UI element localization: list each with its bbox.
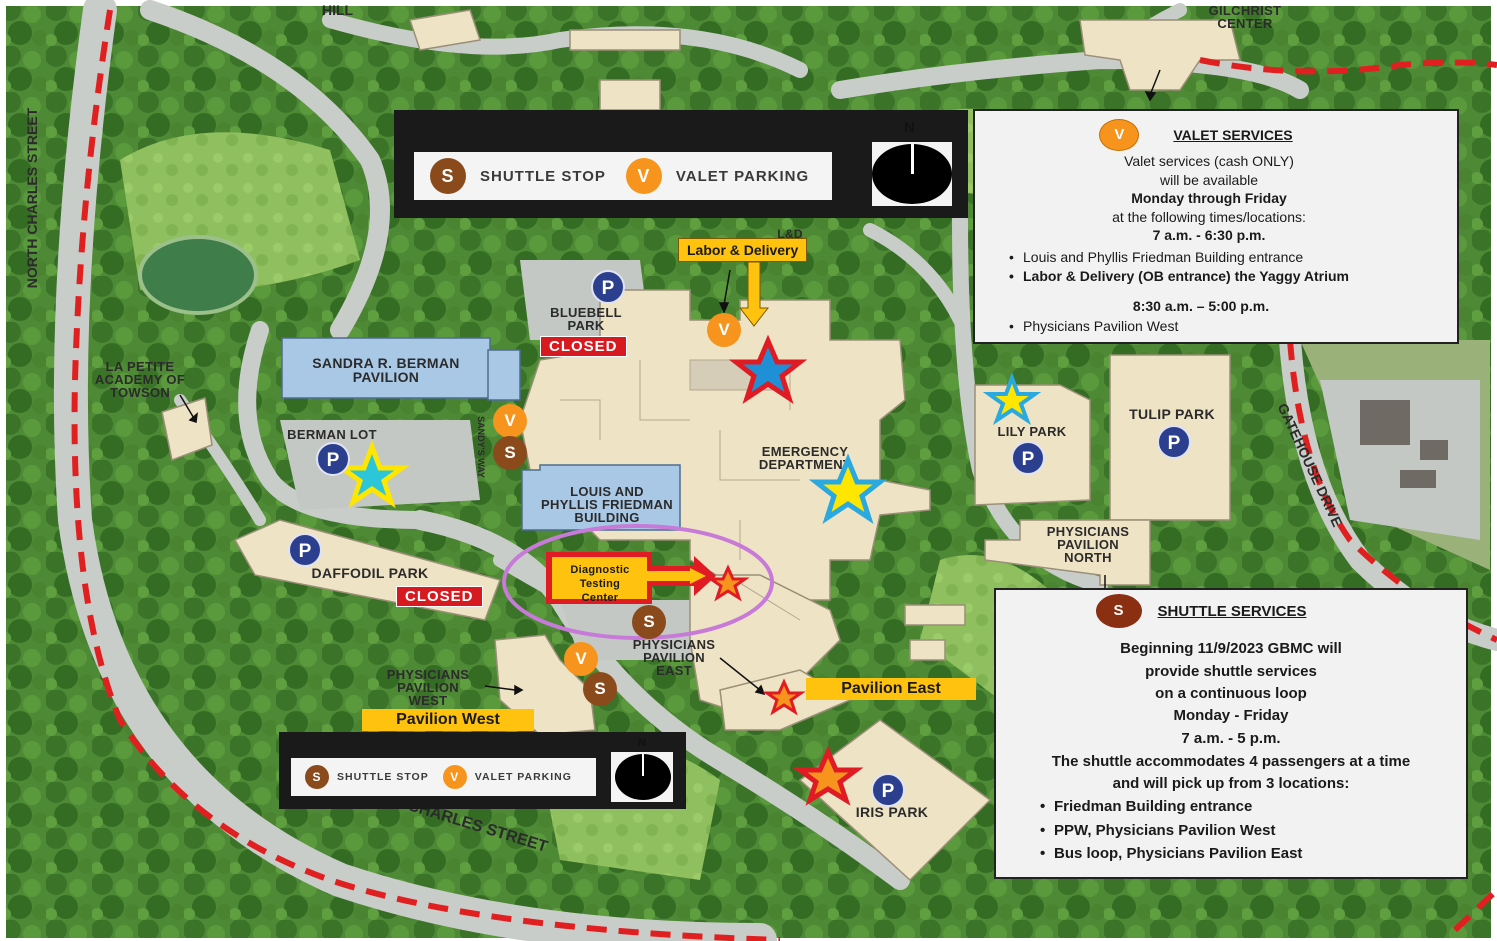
map-legend-bottom: S SHUTTLE STOP V VALET PARKING N xyxy=(279,732,686,809)
parking-marker-berman-lot[interactable]: P xyxy=(316,442,350,476)
valet-services-header: V VALET SERVICES xyxy=(935,119,1457,151)
legend-item-shuttle: S SHUTTLE STOP xyxy=(430,158,606,194)
map-legend-top: S SHUTTLE STOP V VALET PARKING N xyxy=(394,110,968,218)
valet-time-1: 7 a.m. - 6:30 p.m. xyxy=(1152,227,1266,243)
label-tulip-park: TULIP PARK xyxy=(1129,406,1215,422)
shuttle-services-header: S SHUTTLE SERVICES xyxy=(936,594,1466,628)
valet-line-4: at the following times/locations: xyxy=(1112,209,1306,225)
north-label: N xyxy=(904,119,915,136)
valet-line-2: will be available xyxy=(1159,172,1259,188)
label-bluebell-park: BLUEBELL PARK xyxy=(550,305,622,333)
shuttle-line-5: 7 a.m. - 5 p.m. xyxy=(1181,730,1281,747)
valet-marker-friedman[interactable]: V xyxy=(493,404,527,438)
shuttle-stop-icon-small: S xyxy=(305,765,329,789)
blue-buildings xyxy=(281,337,681,531)
valet-marker-ld[interactable]: V xyxy=(707,313,741,347)
north-compass-icon-small xyxy=(611,752,673,802)
label-friedman-building: LOUIS AND PHYLLIS FRIEDMAN BUILDING xyxy=(541,484,673,525)
shuttle-line-6: The shuttle accommodates 4 passengers at… xyxy=(1051,753,1411,770)
label-pavilion-west: Pavilion West xyxy=(362,709,534,731)
valet-locations-list-2: Physicians Pavilion West xyxy=(975,317,1457,336)
label-ld-small: L&D xyxy=(777,227,803,241)
valet-services-panel: V VALET SERVICES Valet services (cash ON… xyxy=(973,109,1459,344)
north-compass-needle xyxy=(911,144,914,174)
valet-locations-list-1: Louis and Phyllis Friedman Building entr… xyxy=(975,248,1457,286)
valet-line-1: Valet services (cash ONLY) xyxy=(1124,153,1294,169)
legend-panel: S SHUTTLE STOP V VALET PARKING xyxy=(414,152,832,200)
shuttle-line-4: Monday - Friday xyxy=(1173,707,1289,724)
valet-line-3: Monday through Friday xyxy=(1131,190,1287,206)
valet-location-3: Physicians Pavilion West xyxy=(1009,317,1457,336)
label-physicians-pavilion-east: PHYSICIANS PAVILION EAST xyxy=(632,637,716,678)
label-berman-lot: BERMAN LOT xyxy=(287,427,377,442)
legend-valet-label: VALET PARKING xyxy=(675,167,810,185)
parking-marker-daffodil[interactable]: P xyxy=(288,533,322,567)
north-compass-needle-small xyxy=(642,754,644,776)
valet-parking-icon: V xyxy=(625,158,662,194)
legend-shuttle-label: SHUTTLE STOP xyxy=(480,167,606,185)
shuttle-icon: S xyxy=(1095,594,1142,628)
north-label-small: N xyxy=(638,737,646,749)
road-label-hill: HILL xyxy=(322,2,354,18)
gatehouse-buildings xyxy=(1360,400,1448,488)
pond xyxy=(138,235,258,315)
legend-valet-label-small: VALET PARKING xyxy=(474,771,572,783)
shuttle-marker-ppw[interactable]: S xyxy=(583,672,617,706)
valet-parking-icon-small: V xyxy=(442,765,467,789)
valet-location-1: Louis and Phyllis Friedman Building entr… xyxy=(1009,248,1457,267)
valet-marker-ppw[interactable]: V xyxy=(564,642,598,676)
shuttle-location-1: Friedman Building entrance xyxy=(1040,795,1466,819)
label-physicians-pavilion-west: PHYSICIANS PAVILION WEST xyxy=(386,667,470,708)
legend-item-valet-small: V VALET PARKING xyxy=(442,765,572,789)
label-diagnostic-testing-center: Diagnostic Testing Center xyxy=(570,564,630,604)
shuttle-location-2: PPW, Physicians Pavilion West xyxy=(1040,819,1466,842)
label-iris-park: IRIS PARK xyxy=(855,804,929,820)
closed-badge-bluebell: CLOSED xyxy=(540,336,627,357)
diagnostic-arrow xyxy=(546,552,716,604)
shuttle-location-3: Bus loop, Physicians Pavilion East xyxy=(1040,842,1466,866)
label-gilchrist-center: GILCHRIST CENTER xyxy=(1208,3,1282,31)
legend-item-shuttle-small: S SHUTTLE STOP xyxy=(305,765,429,789)
legend-item-valet: V VALET PARKING xyxy=(625,158,810,194)
shuttle-services-panel: S SHUTTLE SERVICES Beginning 11/9/2023 G… xyxy=(994,588,1468,879)
shuttle-line-3: on a continuous loop xyxy=(1155,685,1307,702)
valet-time-2: 8:30 a.m. – 5:00 p.m. xyxy=(1132,298,1270,314)
label-daffodil-park: DAFFODIL PARK xyxy=(311,565,429,581)
road-label-sandys-way: SANDY'S WAY xyxy=(475,416,486,478)
parking-marker-tulip[interactable]: P xyxy=(1157,425,1191,459)
label-labor-delivery: Labor & Delivery xyxy=(678,238,808,262)
road-label-north-charles: NORTH CHARLES STREET xyxy=(24,107,41,289)
shuttle-line-2: provide shuttle services xyxy=(1145,663,1317,680)
legend-panel-small: S SHUTTLE STOP V VALET PARKING xyxy=(291,758,596,796)
valet-location-2: Labor & Delivery (OB entrance) the Yaggy… xyxy=(1009,267,1457,286)
north-compass-icon xyxy=(872,142,952,206)
label-physicians-pavilion-north: PHYSICIANS PAVILION NORTH xyxy=(1046,524,1130,565)
label-emergency-department: EMERGENCY DEPARTMENT xyxy=(758,444,852,472)
parking-marker-iris[interactable]: P xyxy=(871,773,905,807)
label-pavilion-east: Pavilion East xyxy=(806,678,976,700)
shuttle-services-title: SHUTTLE SERVICES xyxy=(1157,602,1307,620)
shuttle-stop-icon: S xyxy=(430,158,466,194)
shuttle-marker-ppe[interactable]: S xyxy=(632,605,666,639)
shuttle-line-7: and will pick up from 3 locations: xyxy=(1112,775,1350,792)
label-lily-park: LILY PARK xyxy=(997,424,1067,439)
closed-badge-daffodil: CLOSED xyxy=(396,586,483,607)
label-la-petite-academy: LA PETITE ACADEMY OF TOWSON xyxy=(94,359,186,400)
label-berman-pavilion: SANDRA R. BERMAN PAVILION xyxy=(312,355,460,385)
shuttle-locations-list: Friedman Building entrance PPW, Physicia… xyxy=(996,795,1466,866)
valet-icon: V xyxy=(1099,119,1140,151)
legend-shuttle-label-small: SHUTTLE STOP xyxy=(337,771,429,783)
valet-services-title: VALET SERVICES xyxy=(1173,127,1293,143)
parking-marker-lily[interactable]: P xyxy=(1011,441,1045,475)
shuttle-line-1: Beginning 11/9/2023 GBMC will xyxy=(1120,640,1342,657)
parking-marker-bluebell[interactable]: P xyxy=(591,270,625,304)
shuttle-marker-friedman[interactable]: S xyxy=(493,436,527,470)
